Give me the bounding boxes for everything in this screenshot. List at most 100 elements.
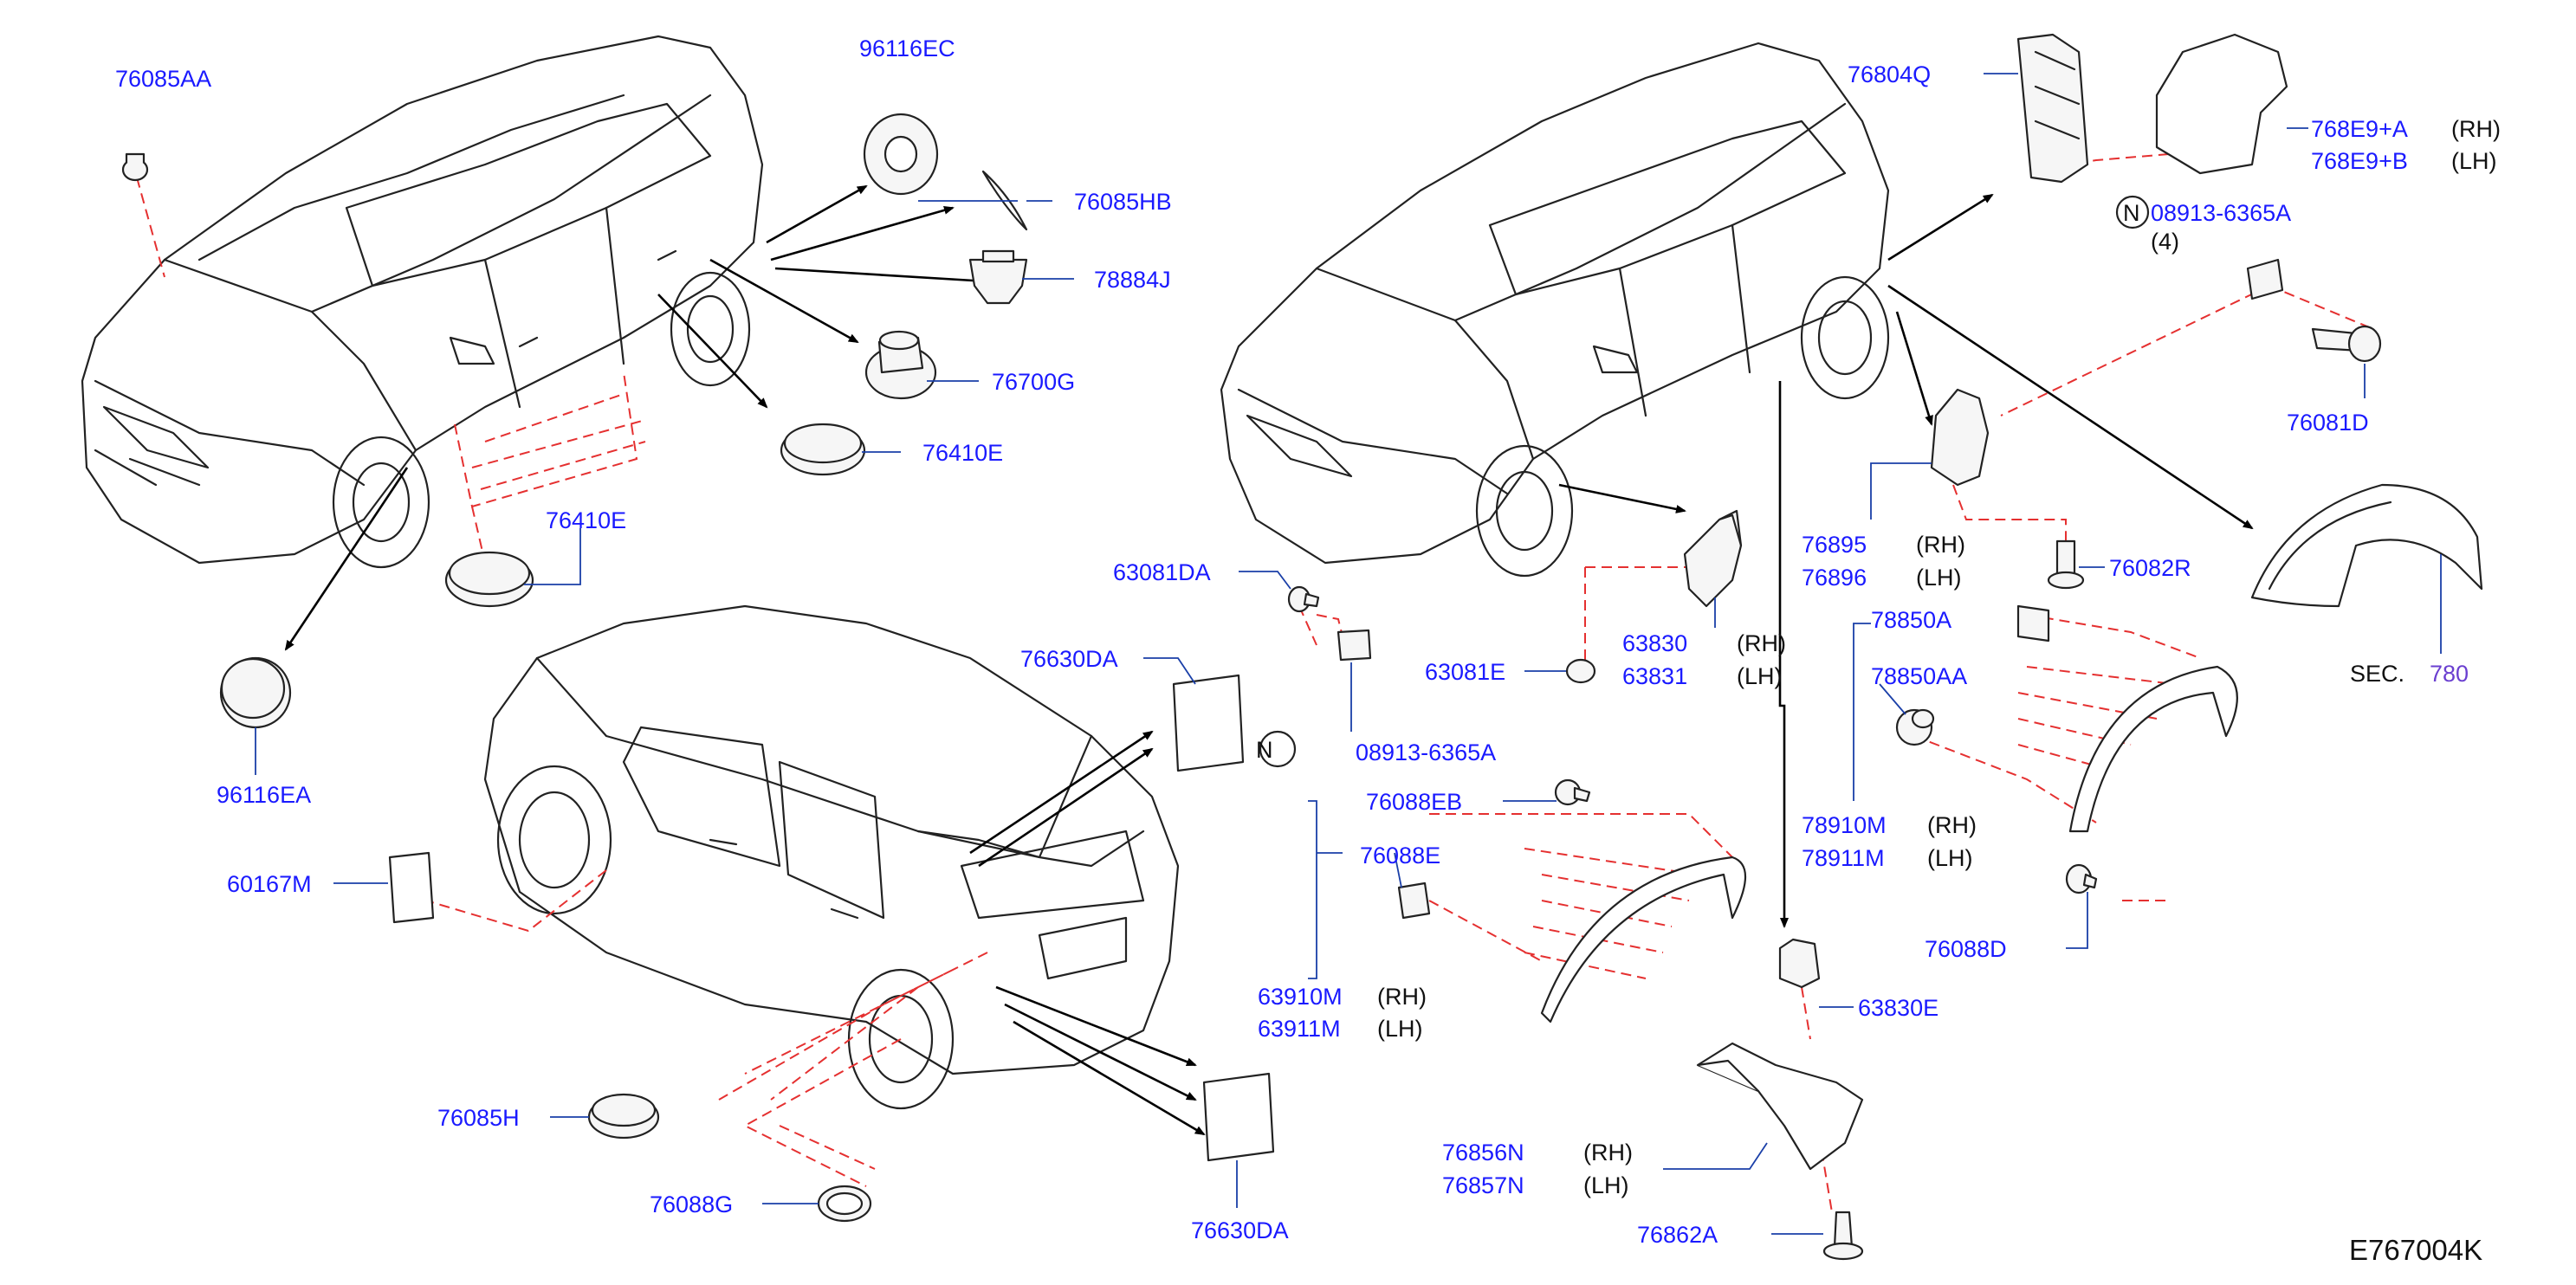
part-96116EC-shape <box>863 113 939 196</box>
label-78911M-side: (LH) <box>1927 845 1973 871</box>
label-76856N-side: (RH) <box>1583 1140 1633 1166</box>
label-76081D: 76081D <box>2287 410 2369 436</box>
label-76857N: 76857N <box>1442 1172 1524 1198</box>
label-63081DA: 63081DA <box>1113 559 1211 585</box>
part-76081D-shape <box>2311 325 2382 363</box>
label-76856N: 76856N <box>1442 1140 1524 1166</box>
part-front-wheel-liner-shape <box>1540 856 1747 1023</box>
label-768E9A-side: (RH) <box>2451 116 2501 142</box>
part-76088EB-shape <box>1554 778 1591 806</box>
label-63830-side: (RH) <box>1737 630 1786 656</box>
part-78850AA-shape <box>1895 708 1935 746</box>
label-60167M: 60167M <box>227 871 312 897</box>
label-63081E: 63081E <box>1425 659 1505 685</box>
part-63830-mudguard-shape <box>1683 509 1743 608</box>
part-76085H-shape <box>587 1093 660 1140</box>
label-08913-6365A-b: 08913-6365A <box>2151 200 2291 226</box>
label-08913-6365A-a: 08913-6365A <box>1356 739 1496 765</box>
label-76700G: 76700G <box>992 369 1075 395</box>
n-marker-b: N <box>2115 195 2150 229</box>
label-76804Q: 76804Q <box>1848 61 1931 87</box>
label-76085H: 76085H <box>437 1105 520 1131</box>
part-76630DA-a-shape <box>1172 674 1245 772</box>
part-rear-wheel-housing-shape <box>2250 483 2483 608</box>
part-76082R-shape <box>2047 539 2085 590</box>
callout-arrows <box>284 184 2254 1136</box>
label-768E9B-side: (LH) <box>2451 148 2497 174</box>
label-76862A: 76862A <box>1637 1222 1718 1248</box>
label-63910M: 63910M <box>1258 984 1343 1010</box>
label-768E9A: 768E9+A <box>2311 116 2408 142</box>
label-78850A: 78850A <box>1871 607 1951 633</box>
part-78850A-shape <box>2016 604 2050 642</box>
label-63831: 63831 <box>1622 663 1687 689</box>
n-marker-a-text: N <box>1256 737 1273 763</box>
part-768E9-shape <box>2155 33 2288 175</box>
part-76085AA-shape <box>121 152 149 182</box>
part-78884J-shape <box>968 249 1028 305</box>
label-63830E: 63830E <box>1858 995 1938 1021</box>
label-76630DA-b: 76630DA <box>1191 1217 1289 1243</box>
leader-lines <box>255 73 2442 1235</box>
label-76088D: 76088D <box>1925 936 2007 962</box>
vehicle-rear-left-view <box>483 604 1180 1110</box>
part-76088E-shape <box>1397 881 1431 920</box>
label-76630DA-a: 76630DA <box>1020 646 1118 672</box>
label-63911M-side: (LH) <box>1377 1016 1423 1042</box>
part-76700G-shape <box>864 330 937 400</box>
part-76088G-shape <box>817 1185 872 1223</box>
label-76895-side: (RH) <box>1916 532 1965 558</box>
guide-lines <box>136 151 2374 1213</box>
vehicle-front-left-view <box>81 35 764 569</box>
part-labels: 76085AA 96116EC 76085HB 78884J 76700G 76… <box>115 36 2501 1266</box>
label-76857N-side: (LH) <box>1583 1172 1629 1198</box>
label-63830: 63830 <box>1622 630 1687 656</box>
n-marker-a: N <box>1256 730 1297 768</box>
part-96116EA-shape <box>219 656 292 729</box>
label-76088EB: 76088EB <box>1366 789 1462 815</box>
label-78911M: 78911M <box>1802 845 1885 871</box>
label-section-prefix: SEC. <box>2350 661 2404 687</box>
label-78850AA: 78850AA <box>1871 663 1967 689</box>
label-78884J: 78884J <box>1094 267 1171 293</box>
part-76410E-b-shape <box>444 551 534 608</box>
label-78910M: 78910M <box>1802 812 1887 838</box>
diagram-code: E767004K <box>2349 1234 2482 1266</box>
part-08913-6365A-b-shape <box>2246 258 2284 300</box>
label-63911M: 63911M <box>1258 1016 1341 1042</box>
part-76630DA-b-shape <box>1202 1072 1275 1162</box>
part-63830E-shape <box>1778 938 1821 989</box>
part-rear-wheel-liner-shape <box>2068 665 2238 833</box>
label-qty-4: (4) <box>2151 229 2179 255</box>
label-96116EA: 96116EA <box>217 782 311 808</box>
part-76088D-shape <box>2065 863 2098 894</box>
part-60167M-shape <box>388 851 435 924</box>
label-76410E-b: 76410E <box>546 507 626 533</box>
label-768E9B: 768E9+B <box>2311 148 2408 174</box>
part-76804Q-shape <box>2016 33 2089 184</box>
n-marker-b-text: N <box>2123 200 2140 226</box>
label-76896: 76896 <box>1802 565 1867 591</box>
part-08913-6365A-a-shape <box>1337 629 1372 662</box>
part-76856N-mudguard-shape <box>1696 1042 1864 1171</box>
label-76088G: 76088G <box>650 1191 733 1217</box>
label-76410E-a: 76410E <box>922 440 1003 466</box>
label-78910M-side: (RH) <box>1927 812 1977 838</box>
part-76410E-a-shape <box>780 423 866 476</box>
part-63081DA-shape <box>1287 585 1320 613</box>
label-96116EC: 96116EC <box>859 36 955 61</box>
part-76862A-shape <box>1822 1211 1864 1261</box>
label-76085AA: 76085AA <box>115 66 211 92</box>
label-section-number: 780 <box>2430 661 2469 687</box>
label-76895: 76895 <box>1802 532 1867 558</box>
label-76088E: 76088E <box>1360 843 1440 869</box>
label-76896-side: (LH) <box>1916 565 1962 591</box>
label-63910M-side: (RH) <box>1377 984 1427 1010</box>
vehicle-center-view <box>1220 42 1890 578</box>
label-76082R: 76082R <box>2109 555 2191 581</box>
label-76085HB: 76085HB <box>1074 189 1172 215</box>
part-63081E-shape <box>1565 658 1596 684</box>
part-76895-mudflap-shape <box>1930 388 1990 487</box>
label-63831-side: (LH) <box>1737 663 1783 689</box>
